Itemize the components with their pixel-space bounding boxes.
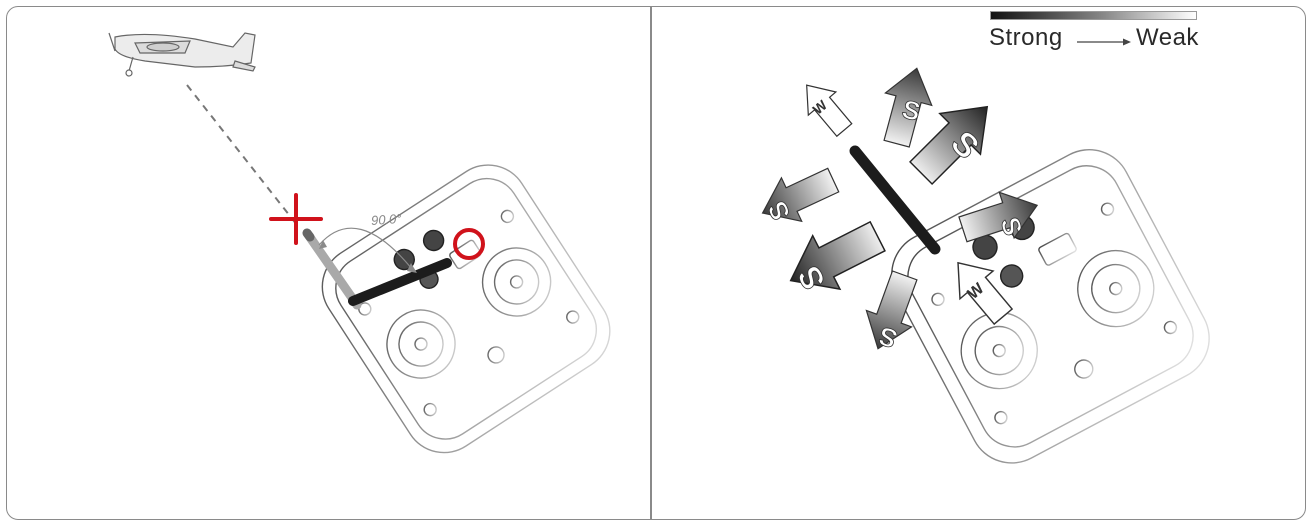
antenna-wrong	[307, 233, 357, 305]
antenna-vertical	[855, 151, 935, 249]
panel-divider	[650, 7, 652, 519]
transmitter-icon	[877, 135, 1224, 478]
line-of-sight	[187, 85, 297, 225]
arrow-icon	[855, 267, 927, 357]
strong-signal-label: S	[762, 197, 797, 225]
circle-icon	[455, 230, 483, 258]
legend-strong-label: Strong	[989, 24, 1063, 52]
angle-label: 90.0°	[371, 211, 402, 228]
arrow-icon	[1077, 37, 1131, 47]
airplane-icon	[109, 33, 255, 76]
legend-weak-label: Weak	[1136, 24, 1199, 52]
arrow-icon	[752, 158, 843, 234]
signal-legend: Strong Weak	[987, 11, 1197, 51]
left-panel	[7, 7, 647, 520]
strong-signal-label: S	[943, 124, 986, 167]
weak-signal-label: W	[810, 96, 831, 117]
strong-signal-label: S	[790, 260, 832, 295]
legend-gradient-bar	[990, 11, 1197, 20]
strong-signal-label: S	[899, 94, 924, 127]
strong-signal-label: S	[995, 213, 1029, 239]
diagram-frame: 90.0°	[6, 6, 1306, 520]
arrow-icon	[956, 182, 1045, 252]
weak-signal-label: W	[965, 280, 988, 303]
arrow-icon	[777, 210, 891, 308]
arrow-icon	[873, 62, 940, 150]
arrow-icon	[793, 74, 858, 142]
arrow-icon	[941, 249, 1019, 331]
arrow-icon	[901, 86, 1008, 193]
strong-signal-label: S	[875, 320, 902, 354]
